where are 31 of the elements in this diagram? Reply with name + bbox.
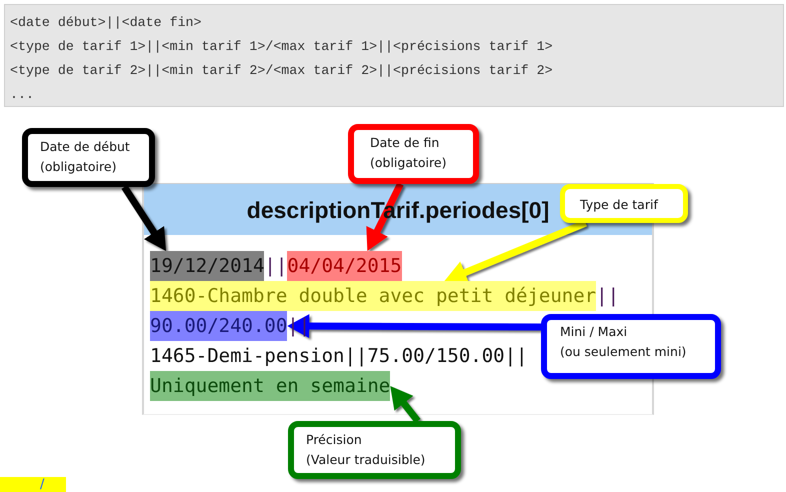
code-line: ...	[10, 86, 34, 104]
arrow	[121, 185, 169, 253]
callout-box	[560, 184, 688, 223]
callout-box	[541, 314, 721, 379]
arrow	[287, 314, 542, 338]
callout-heading: Date de fin	[370, 134, 440, 152]
delimiter-text: ||	[287, 315, 310, 337]
code-line: <type de tarif 2>||<min tarif 2>/<max tarif 2>||<précisions tarif 2>	[10, 62, 553, 80]
highlighted-text: 04/04/2015	[287, 251, 402, 281]
highlighted-text: 19/12/2014	[150, 251, 264, 281]
code-line: <date début>||<date fin>	[10, 14, 202, 32]
callout-note: (Valeur traduisible)	[306, 451, 426, 469]
highlighted-text: 1460-Chambre double avec petit déjeuner	[150, 281, 596, 311]
callout-heading: Mini / Maxi	[560, 323, 628, 341]
highlighted-text: 90.00/240.00	[150, 311, 288, 341]
highlighted-text: Uniquement en semaine	[150, 371, 390, 401]
code-line: <type de tarif 1>||<min tarif 1>/<max tarif 1>||<précisions tarif 1>	[10, 38, 553, 56]
callout-note: (obligatoire)	[370, 154, 446, 172]
callout-heading: Date de début	[40, 138, 130, 156]
callout-heading: Type de tarif	[580, 196, 658, 214]
delimiter-text: ||	[596, 285, 620, 307]
callout-box	[348, 124, 479, 184]
callout-note: (obligatoire)	[40, 158, 116, 176]
code-block	[4, 4, 784, 107]
callout-box	[22, 128, 155, 187]
highlighted-label: /	[0, 477, 66, 492]
callout-note: (ou seulement mini)	[560, 343, 686, 361]
callout-box	[288, 421, 461, 479]
record-text: 1465-Demi-pension||75.00/150.00||	[150, 345, 528, 367]
delimiter-text: ||	[264, 255, 288, 277]
callout-heading: Précision	[306, 431, 362, 449]
